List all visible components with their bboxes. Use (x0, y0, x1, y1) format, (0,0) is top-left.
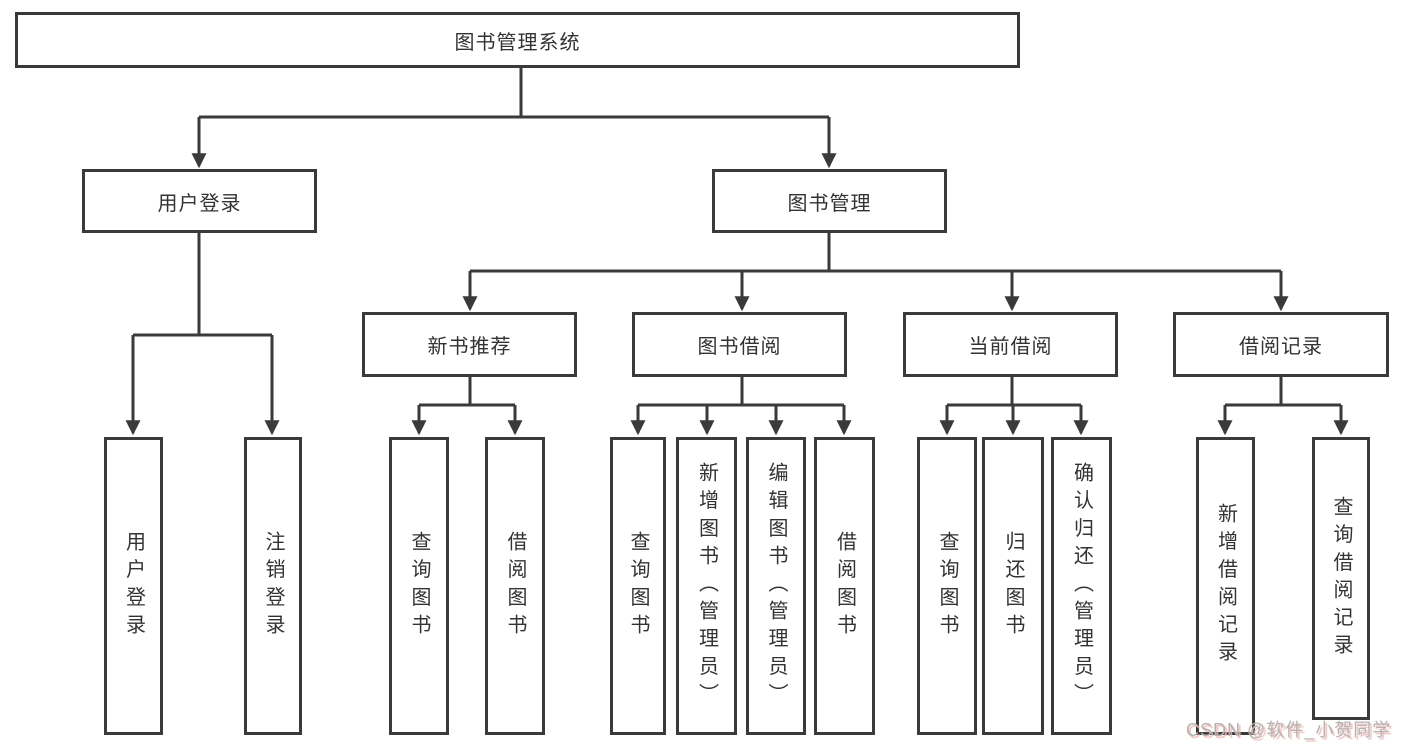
node-user-login-leaf: 用户登录 (104, 437, 163, 735)
node-book-borrow: 图书借阅 (632, 312, 847, 377)
node-current-borrow: 当前借阅 (903, 312, 1118, 377)
node-borrow-books-recommend: 借阅图书 (485, 437, 545, 735)
node-logout-leaf: 注销登录 (244, 437, 302, 735)
node-user-login: 用户登录 (82, 169, 317, 233)
node-borrow-books-leaf: 借阅图书 (814, 437, 875, 735)
node-confirm-return-admin: 确认归还（管理员） (1051, 437, 1112, 735)
node-return-book: 归还图书 (982, 437, 1044, 735)
node-borrow-records: 借阅记录 (1173, 312, 1389, 377)
node-new-book-recommend: 新书推荐 (362, 312, 577, 377)
node-add-book-admin: 新增图书（管理员） (676, 437, 737, 735)
watermark: CSDN @软件_小贺同学 (1186, 720, 1392, 740)
node-query-books-borrow: 查询图书 (610, 437, 666, 735)
node-add-borrow-record: 新增借阅记录 (1196, 437, 1255, 735)
node-edit-book-admin: 编辑图书（管理员） (746, 437, 806, 735)
node-query-books-current: 查询图书 (917, 437, 977, 735)
node-query-books-recommend: 查询图书 (389, 437, 449, 735)
node-book-management: 图书管理 (712, 169, 947, 233)
node-query-borrow-record: 查询借阅记录 (1312, 437, 1370, 720)
node-library-system: 图书管理系统 (15, 12, 1020, 68)
